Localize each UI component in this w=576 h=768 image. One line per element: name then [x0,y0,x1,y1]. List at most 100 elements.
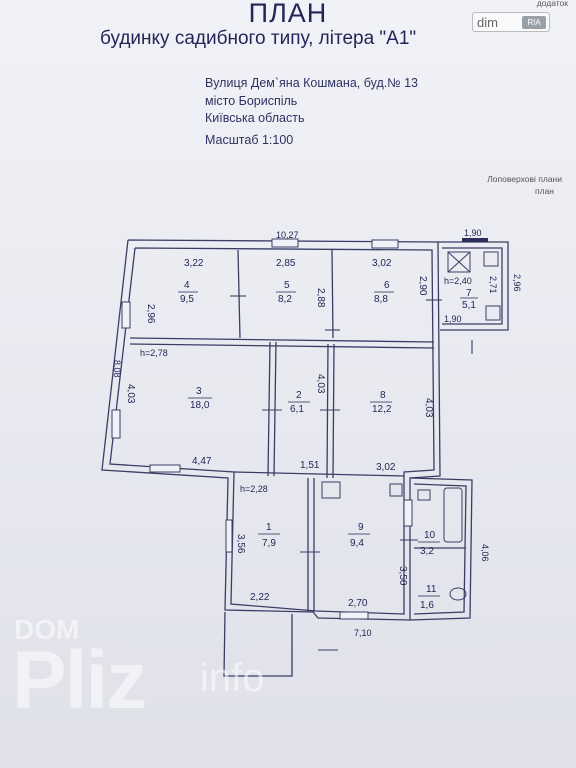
room-5-area: 8,2 [278,294,292,305]
annex-window [462,238,488,242]
dim-logo-text: dim [477,15,498,30]
plan-scale: Масштаб 1:100 [205,133,294,147]
porch [223,611,293,677]
window-top-1 [271,238,299,248]
room-9-height: 3,50 [397,566,408,586]
room-7-width: 1,90 [444,314,462,324]
room-10-number: 10 [424,530,436,541]
room-5-height: 2,88 [315,288,326,308]
room-3-width: 4,47 [192,456,212,467]
room-9-number: 9 [358,522,364,533]
room-6-width: 3,02 [372,258,392,269]
room-5-width: 2,85 [276,258,296,269]
wall-3-2 [267,341,271,477]
window-left-1 [121,301,131,329]
room-9-width: 2,70 [348,598,368,609]
room-1-height: 3,56 [235,534,246,554]
corner-note-1: додаток [536,0,568,8]
address-city: місто Бориспіль [205,94,298,108]
window-room-1 [225,519,233,553]
room-7-area: 5,1 [462,300,476,311]
stove-icon [485,305,501,321]
wall-top-row [129,337,435,343]
room-4-height: 2,96 [145,304,156,324]
dim-left-total: 8,08 [112,360,122,378]
sink-icon [389,483,403,497]
wall-5-6 [331,249,334,339]
annex-inner-wall [442,247,503,325]
room-3-area: 18,0 [190,400,210,411]
room-6-area: 8,8 [374,294,388,305]
toilet-icon [449,587,467,601]
corner-note-2: Лоповерхові плани [487,174,562,184]
window-left-2 [111,409,121,439]
room-6-height: 2,90 [417,276,428,296]
windows [111,238,413,620]
address-street: Вулиця Дем`яна Кошмана, буд.№ 13 [205,76,419,90]
room-8-height: 4,03 [423,398,434,418]
room-3-ceiling: h=2,78 [140,348,168,358]
room-9-area: 9,4 [350,538,364,549]
dim-bottom-total: 7,10 [354,628,372,638]
window-bottom-3 [149,464,181,473]
lower-annex-outer [409,477,473,621]
room-4-number: 4 [184,280,190,291]
boiler-icon [447,251,471,273]
dim-top-total: 10,27 [276,230,299,240]
room-3-height: 4,03 [125,384,136,404]
room-2-height: 4,03 [315,374,326,394]
dim-small-top: 1,90 [464,228,482,238]
room-2-area: 6,1 [290,404,304,415]
room-8-number: 8 [380,390,386,401]
plan-title: ПЛАН [248,0,328,28]
lower-annex-inner [413,483,467,615]
room-8-area: 12,2 [372,404,392,415]
wall-middle-row [233,471,405,477]
room-5-number: 5 [284,280,290,291]
window-top-2 [371,239,399,249]
window-room-10 [403,499,413,527]
room-7-ceiling: h=2,40 [444,276,472,286]
room-1-ceiling: h=2,28 [240,484,268,494]
washbasin-icon [417,489,431,501]
dim-right-small: 2,96 [512,274,522,292]
wall-4-5 [237,249,241,339]
room-8-width: 3,02 [376,462,396,473]
room-11-number: 11 [426,584,437,595]
room-4-area: 9,5 [180,294,194,305]
appliance-icon [483,251,499,267]
room-2-width: 1,51 [300,460,320,471]
room-4-width: 3,22 [184,258,204,269]
room-labels: 3,22 2,96 4 9,5 2,85 2,88 5 8,2 3,02 2,9… [125,258,498,611]
room-7-height: 2,71 [488,276,498,294]
wall-2-8 [326,343,329,479]
room-7-number: 7 [466,288,472,299]
dim-right-lower: 4,06 [480,544,490,562]
room-6-number: 6 [384,280,390,291]
doors [230,295,473,651]
watermark-dom: DOM [14,614,80,645]
outer-wall [101,239,441,621]
watermark-info: info [200,656,265,700]
dimension-labels: 10,27 1,90 8,08 2,96 7,10 4,06 [112,228,522,638]
room-11-area: 1,6 [420,600,434,611]
stove-kitchen-icon [321,481,341,499]
address-region: Київська область [205,111,305,125]
watermark-pliz: Pliz [12,635,147,726]
corner-note-3: план [535,186,554,196]
room-3-number: 3 [196,386,202,397]
window-room-9 [339,611,369,620]
room-10-area: 3,2 [420,546,434,557]
dim-ria-logo[interactable]: dim RIA [472,12,550,32]
bathtub-icon [443,487,463,543]
fixtures [321,251,501,601]
room-1-width: 2,22 [250,592,270,603]
room-2-number: 2 [296,390,302,401]
ria-logo-badge: RIA [522,16,546,29]
room-1-number: 1 [266,522,272,533]
plan-subtitle: будинку садибного типу, літера "А1" [100,28,417,49]
walls [101,239,509,677]
room-1-area: 7,9 [262,538,276,549]
